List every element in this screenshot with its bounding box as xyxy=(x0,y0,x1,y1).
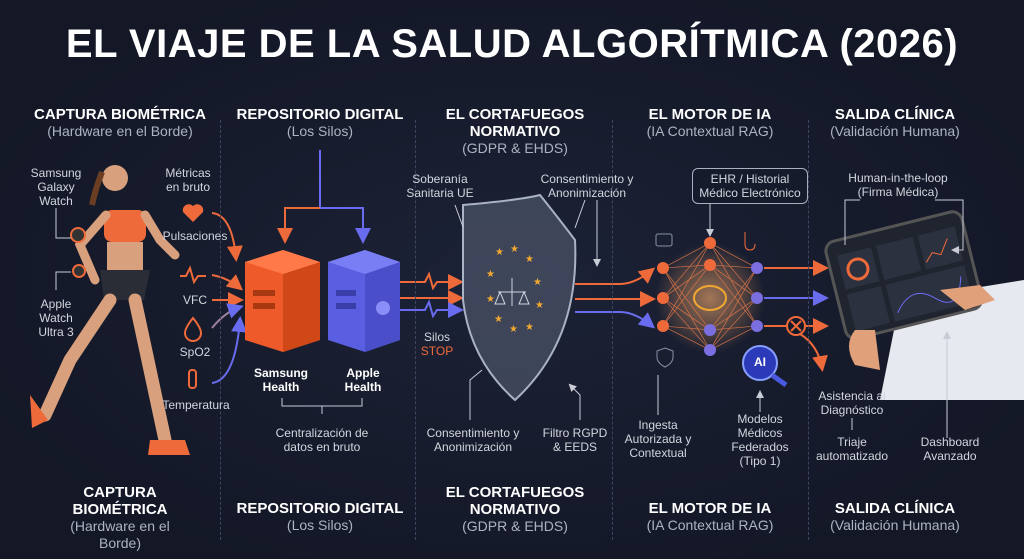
tablet-dashboard xyxy=(824,210,984,340)
dashboard-label: Dashboard Avanzado xyxy=(920,435,980,463)
page-title: EL VIAJE DE LA SALUD ALGORÍTMICA (2026) xyxy=(65,22,959,66)
column-divider xyxy=(808,120,809,540)
svg-text:★: ★ xyxy=(525,322,534,333)
header-capture: CAPTURA BIOMÉTRICA(Hardware en el Borde) xyxy=(20,106,220,140)
federated-models-label: Modelos Médicos Federados (Tipo 1) xyxy=(731,412,789,468)
header-firewall: EL CORTAFUEGOS NORMATIVO(GDPR & EHDS) xyxy=(415,106,615,157)
footer-firewall: EL CORTAFUEGOS NORMATIVO(GDPR & EHDS) xyxy=(415,484,615,535)
column-subtitle: (Validación Humana) xyxy=(830,517,960,533)
stethoscope-icon xyxy=(744,232,756,251)
consent-top-label: Consentimiento y Anonimización xyxy=(540,172,634,200)
footer-capture: CAPTURA BIOMÉTRICA(Hardware en el Borde) xyxy=(20,484,220,552)
header-clinical-output: SALIDA CLÍNICA(Validación Humana) xyxy=(795,106,995,140)
svg-text:★: ★ xyxy=(486,269,495,280)
human-in-the-loop-label: Human-in-the-loop (Firma Médica) xyxy=(848,171,948,199)
drop-icon xyxy=(183,316,203,342)
ingest-label: Ingesta Autorizada y Contextual xyxy=(624,418,692,460)
gdpr-filter-label: Filtro RGPD & EEDS xyxy=(542,426,608,454)
column-divider xyxy=(415,120,416,540)
column-title: EL CORTAFUEGOS NORMATIVO xyxy=(445,106,585,140)
column-subtitle: (Los Silos) xyxy=(286,517,354,533)
column-title: EL CORTAFUEGOS NORMATIVO xyxy=(445,484,585,518)
medical-kit-icon xyxy=(655,233,673,247)
column-subtitle: (IA Contextual RAG) xyxy=(646,123,774,139)
silos-text: Silos xyxy=(423,330,450,344)
column-title: SALIDA CLÍNICA xyxy=(834,106,956,123)
shield-cross-icon xyxy=(656,347,674,368)
header-ai-engine: EL MOTOR DE IA(IA Contextual RAG) xyxy=(610,106,810,140)
ehr-box: EHR / Historial Médico Electrónico xyxy=(692,168,808,204)
column-title: REPOSITORIO DIGITAL xyxy=(236,500,404,517)
samsung-health-label: Samsung Health xyxy=(253,366,308,394)
consent-bottom-label: Consentimiento y Anonimización xyxy=(426,426,520,454)
stop-text: STOP xyxy=(420,344,454,358)
column-subtitle: (GDPR & EHDS) xyxy=(462,518,568,534)
temperature-label: Temperatura xyxy=(162,398,230,412)
svg-text:★: ★ xyxy=(486,294,495,305)
runner-illustration xyxy=(30,165,190,455)
hrv-label: VFC xyxy=(183,293,207,307)
centralization-label: Centralización de datos en bruto xyxy=(275,426,369,454)
column-title: CAPTURA BIOMÉTRICA xyxy=(72,484,168,518)
svg-text:★: ★ xyxy=(535,300,544,311)
column-divider xyxy=(220,120,221,540)
svg-text:★: ★ xyxy=(494,314,503,325)
pulse-label: Pulsaciones xyxy=(162,229,228,243)
svg-text:★: ★ xyxy=(533,277,542,288)
blocked-icon xyxy=(786,316,806,336)
samsung-watch-label: Samsung Galaxy Watch xyxy=(30,166,82,208)
triage-label: Triaje automatizado xyxy=(815,435,889,463)
eu-shield-icon: ★★★★★★★★★★ xyxy=(462,193,577,402)
svg-text:★: ★ xyxy=(495,247,504,258)
spo2-label: SpO2 xyxy=(179,345,211,359)
svg-text:★: ★ xyxy=(510,244,519,255)
hrv-wave-icon xyxy=(180,265,206,285)
column-title: EL MOTOR DE IA xyxy=(648,500,772,517)
apple-watch-label: Apple Watch Ultra 3 xyxy=(38,297,74,339)
brain-icon xyxy=(693,285,727,311)
footer-repository: REPOSITORIO DIGITAL(Los Silos) xyxy=(220,500,420,534)
header-repository: REPOSITORIO DIGITAL(Los Silos) xyxy=(220,106,420,140)
thermometer-icon xyxy=(188,369,197,389)
footer-clinical-output: SALIDA CLÍNICA(Validación Humana) xyxy=(795,500,995,534)
raw-metrics-label: Métricas en bruto xyxy=(165,166,211,194)
column-subtitle: (Los Silos) xyxy=(286,123,354,139)
diagnosis-assist-label: Asistencia al Diagnóstico xyxy=(818,389,886,417)
column-title: CAPTURA BIOMÉTRICA xyxy=(34,106,206,123)
neural-network xyxy=(655,237,765,356)
column-subtitle: (Hardware en el Borde) xyxy=(47,123,193,139)
svg-text:★: ★ xyxy=(509,324,518,335)
svg-text:★: ★ xyxy=(525,254,534,265)
apple-health-label: Apple Health xyxy=(344,366,382,394)
ai-badge-icon xyxy=(742,345,788,388)
heart-icon xyxy=(182,204,204,222)
column-title: REPOSITORIO DIGITAL xyxy=(236,106,404,123)
column-title: SALIDA CLÍNICA xyxy=(834,500,956,517)
column-subtitle: (Hardware en el Borde) xyxy=(70,518,170,551)
column-title: EL MOTOR DE IA xyxy=(648,106,772,123)
samsung-server-cube xyxy=(245,250,320,352)
column-divider xyxy=(612,120,613,540)
column-subtitle: (IA Contextual RAG) xyxy=(646,517,774,533)
column-subtitle: (GDPR & EHDS) xyxy=(462,140,568,156)
apple-server-cube xyxy=(328,250,400,352)
column-subtitle: (Validación Humana) xyxy=(830,123,960,139)
footer-ai-engine: EL MOTOR DE IA(IA Contextual RAG) xyxy=(610,500,810,534)
ai-badge-text: AI xyxy=(754,355,766,369)
sovereignty-label: Soberanía Sanitaria UE xyxy=(406,172,474,200)
